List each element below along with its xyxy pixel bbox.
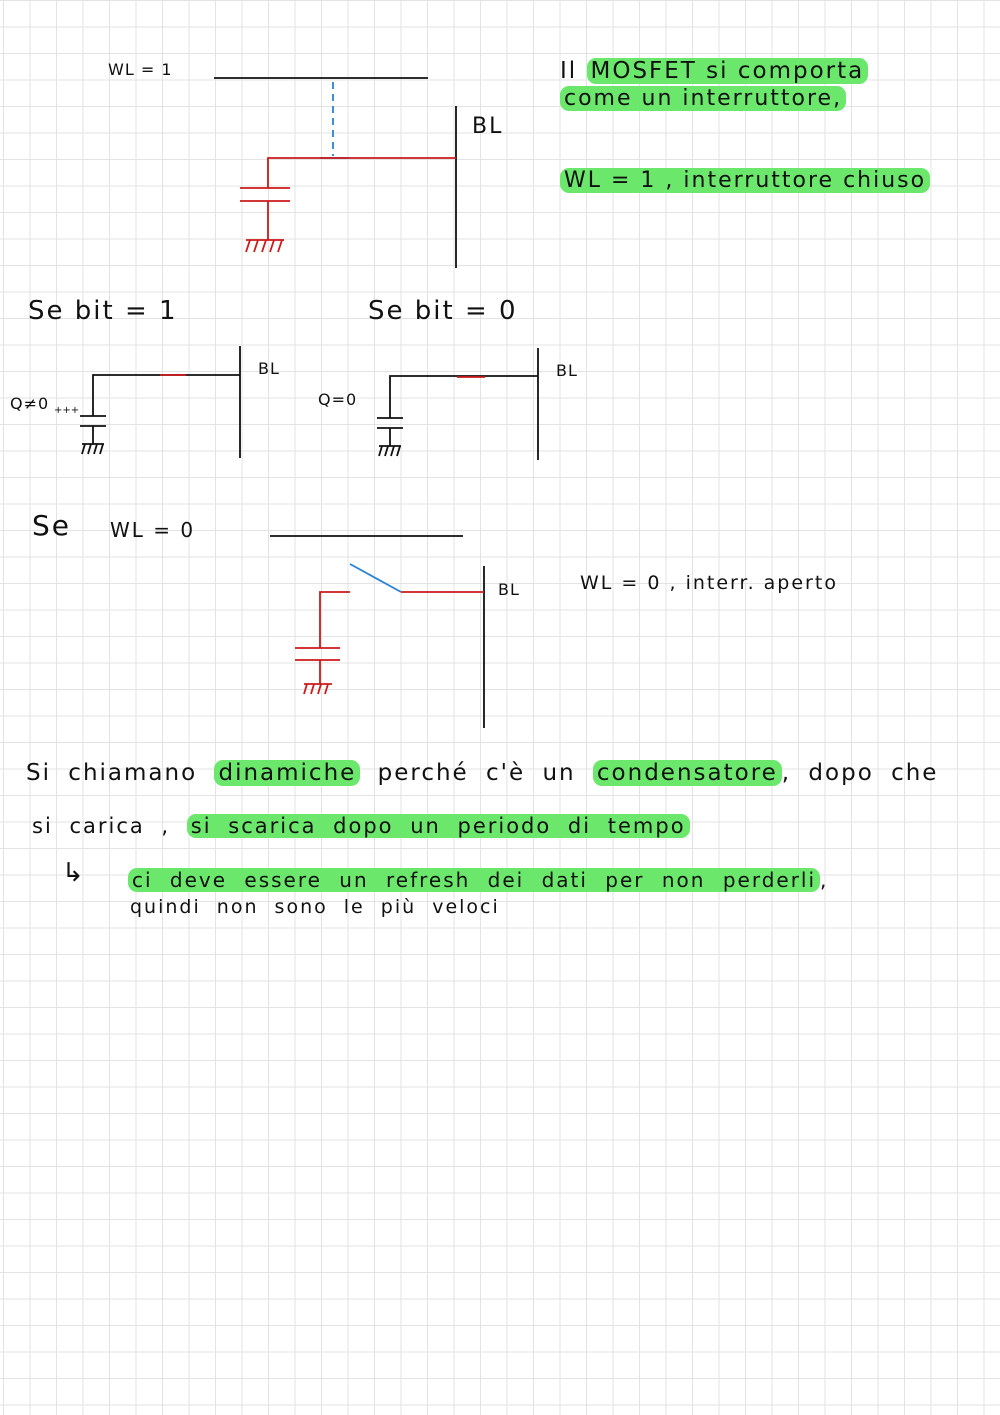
p1-text-c: , dopo che — [781, 760, 939, 786]
note-line3-highlight: WL = 1 , interruttore chiuso — [560, 168, 931, 193]
cell-wire — [389, 375, 538, 418]
paragraph-arrow: ↳ — [62, 858, 86, 888]
paragraph-line4: quindi non sono le più veloci — [130, 896, 500, 918]
bl-label-bit0: BL — [556, 361, 578, 380]
bl-label-wl0: BL — [498, 580, 520, 599]
ground-hatch — [378, 445, 401, 457]
note-line1-prefix: Il — [560, 58, 578, 84]
dram-cell-diagram-wl0 — [270, 535, 485, 728]
p1-highlight-condensatore: condensatore — [592, 760, 782, 786]
cell-wire — [319, 591, 350, 648]
no-charge-label: Q=0 — [318, 390, 358, 409]
note-mosfet-line1: Il MOSFET si comporta — [560, 58, 869, 84]
case-wl0-se: Se — [32, 509, 71, 542]
p1-text-b: perché c'è un — [377, 760, 576, 786]
dram-cell-diagram-bit0 — [377, 348, 539, 460]
paragraph-line2: si carica , si scarica dopo un periodo d… — [32, 814, 690, 838]
note-mosfet-line2: come un interruttore, — [560, 86, 847, 111]
p3-highlight-refresh: ci deve essere un refresh dei dati per n… — [128, 868, 821, 892]
ground-hatch — [303, 683, 329, 695]
note-line2-highlight: come un interruttore, — [560, 86, 847, 111]
ground-hatch — [81, 443, 104, 455]
note-open-switch: WL = 0 , interr. aperto — [580, 572, 838, 594]
charge-plus-marks: +++ — [54, 405, 80, 416]
charge-label: Q≠0 — [10, 394, 50, 413]
case-wl0-wl: WL = 0 — [110, 518, 196, 542]
paragraph-line1: Si chiamano dinamiche perché c'è un cond… — [26, 760, 939, 786]
note-line1-highlight: MOSFET si comporta — [586, 58, 869, 84]
ground-hatch — [245, 239, 283, 253]
case-bit1-title: Se bit = 1 — [28, 296, 178, 326]
p1-highlight-dinamiche: dinamiche — [214, 760, 361, 786]
p2-highlight-scarica: si scarica dopo un periodo di tempo — [186, 814, 690, 838]
bl-label-bit1: BL — [258, 359, 280, 378]
p3-end: , — [820, 868, 829, 892]
wl-label-top: WL = 1 — [108, 60, 173, 79]
dram-cell-diagram-bit1 — [80, 346, 241, 458]
cell-wire — [92, 374, 240, 416]
p1-text-a: Si chiamano — [26, 760, 198, 786]
note-mosfet-line3: WL = 1 , interruttore chiuso — [560, 168, 931, 193]
dram-cell-diagram-wl1 — [214, 77, 457, 268]
paragraph-line3: ci deve essere un refresh dei dati per n… — [128, 868, 829, 892]
open-switch — [349, 563, 402, 593]
case-bit0-title: Se bit = 0 — [368, 296, 518, 326]
cell-wire — [267, 157, 456, 188]
bl-label-top: BL — [472, 114, 504, 139]
p2-text-a: si carica , — [32, 814, 171, 838]
